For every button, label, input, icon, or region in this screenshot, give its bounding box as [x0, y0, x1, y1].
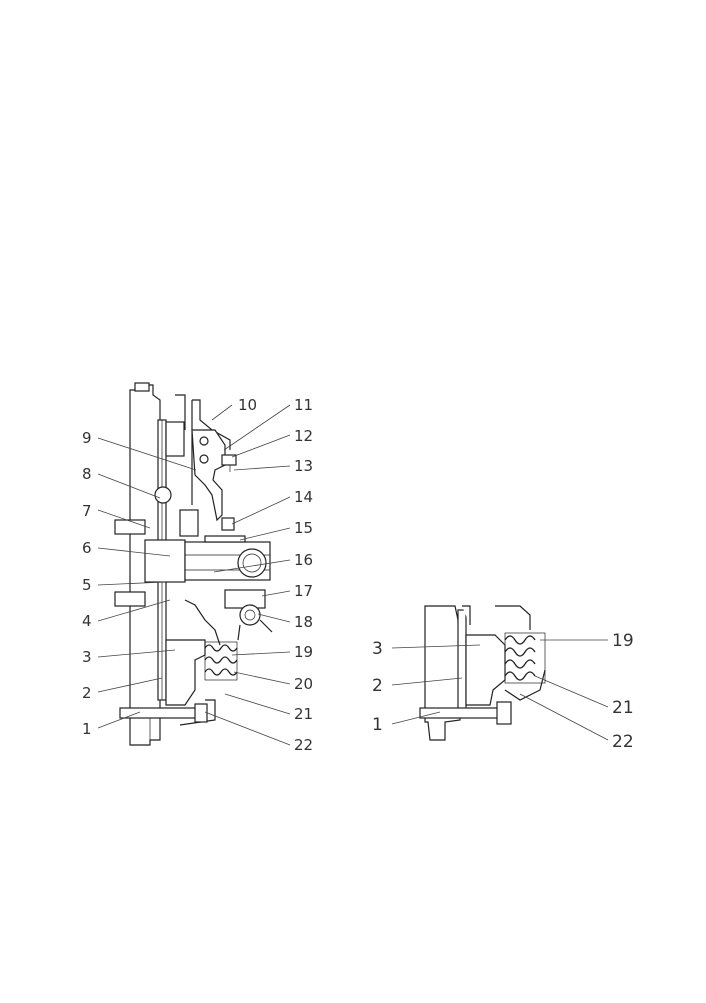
shaft-housing: [144, 539, 186, 583]
label-10: 10: [238, 396, 257, 414]
detail-pressure-spring: [504, 635, 536, 681]
main-leaders: [97, 404, 291, 746]
detail-cover: [462, 605, 546, 701]
pressure-plate: [165, 639, 206, 706]
hub-bolt-upper: [114, 519, 146, 535]
label-15: 15: [294, 519, 313, 537]
label-14: 14: [294, 488, 313, 506]
detail-leaders: [391, 639, 609, 741]
label-6: 6: [82, 539, 92, 557]
label-20: 20: [294, 675, 313, 693]
hub-bolt-lower: [114, 591, 146, 607]
lever-pin-upper: [199, 436, 209, 446]
label-21: 21: [294, 705, 313, 723]
fork-lever: [237, 619, 273, 641]
detail-label-2: 2: [372, 676, 383, 696]
detail-flywheel: [424, 605, 461, 741]
main-labels-left: 9 8 7 6 5 4 3 2 1: [82, 429, 92, 738]
detail-label-3: 3: [372, 639, 383, 659]
detail-label-19: 19: [612, 631, 634, 651]
flywheel-ring: [134, 382, 150, 392]
detail-label-22: 22: [612, 732, 634, 752]
upper-housing: [165, 421, 185, 457]
detail-assembly-view: [419, 605, 546, 741]
fork-bracket: [224, 589, 266, 609]
detail-labels-right: 19 21 22: [612, 631, 634, 752]
label-7: 7: [82, 502, 92, 520]
bracket: [191, 399, 231, 505]
main-assembly-view: [114, 382, 273, 746]
collar: [204, 535, 246, 543]
detail-label-1: 1: [372, 715, 383, 735]
label-12: 12: [294, 427, 313, 445]
label-3: 3: [82, 648, 92, 666]
label-11: 11: [294, 396, 313, 414]
release-block: [179, 509, 199, 537]
fork-shaft: [239, 604, 261, 626]
label-17: 17: [294, 582, 313, 600]
mounting-bolt: [119, 707, 201, 719]
main-labels-right: 10 11 12 13 14 15 16 17 18 19 20 21 22: [238, 396, 313, 754]
label-13: 13: [294, 457, 313, 475]
release-bearing: [237, 548, 267, 578]
detail-mounting-nut: [496, 701, 512, 725]
label-16: 16: [294, 551, 313, 569]
damper-ball: [154, 486, 172, 504]
pressure-spring-main: [204, 644, 238, 676]
label-9: 9: [82, 429, 92, 447]
detail-label-21: 21: [612, 698, 634, 718]
mounting-nut: [194, 703, 208, 723]
label-18: 18: [294, 613, 313, 631]
label-19: 19: [294, 643, 313, 661]
lever-pin-lower: [199, 454, 209, 464]
label-1: 1: [82, 720, 92, 738]
adjusting-bolt: [221, 454, 237, 466]
lever-stop: [221, 517, 235, 531]
detail-labels-left: 3 2 1: [372, 639, 383, 735]
release-lever: [191, 429, 226, 522]
label-2: 2: [82, 684, 92, 702]
label-4: 4: [82, 612, 92, 630]
detail-friction-disc: [457, 609, 467, 711]
label-22: 22: [294, 736, 313, 754]
detail-pressure-plate: [465, 634, 506, 706]
label-5: 5: [82, 576, 92, 594]
label-8: 8: [82, 465, 92, 483]
